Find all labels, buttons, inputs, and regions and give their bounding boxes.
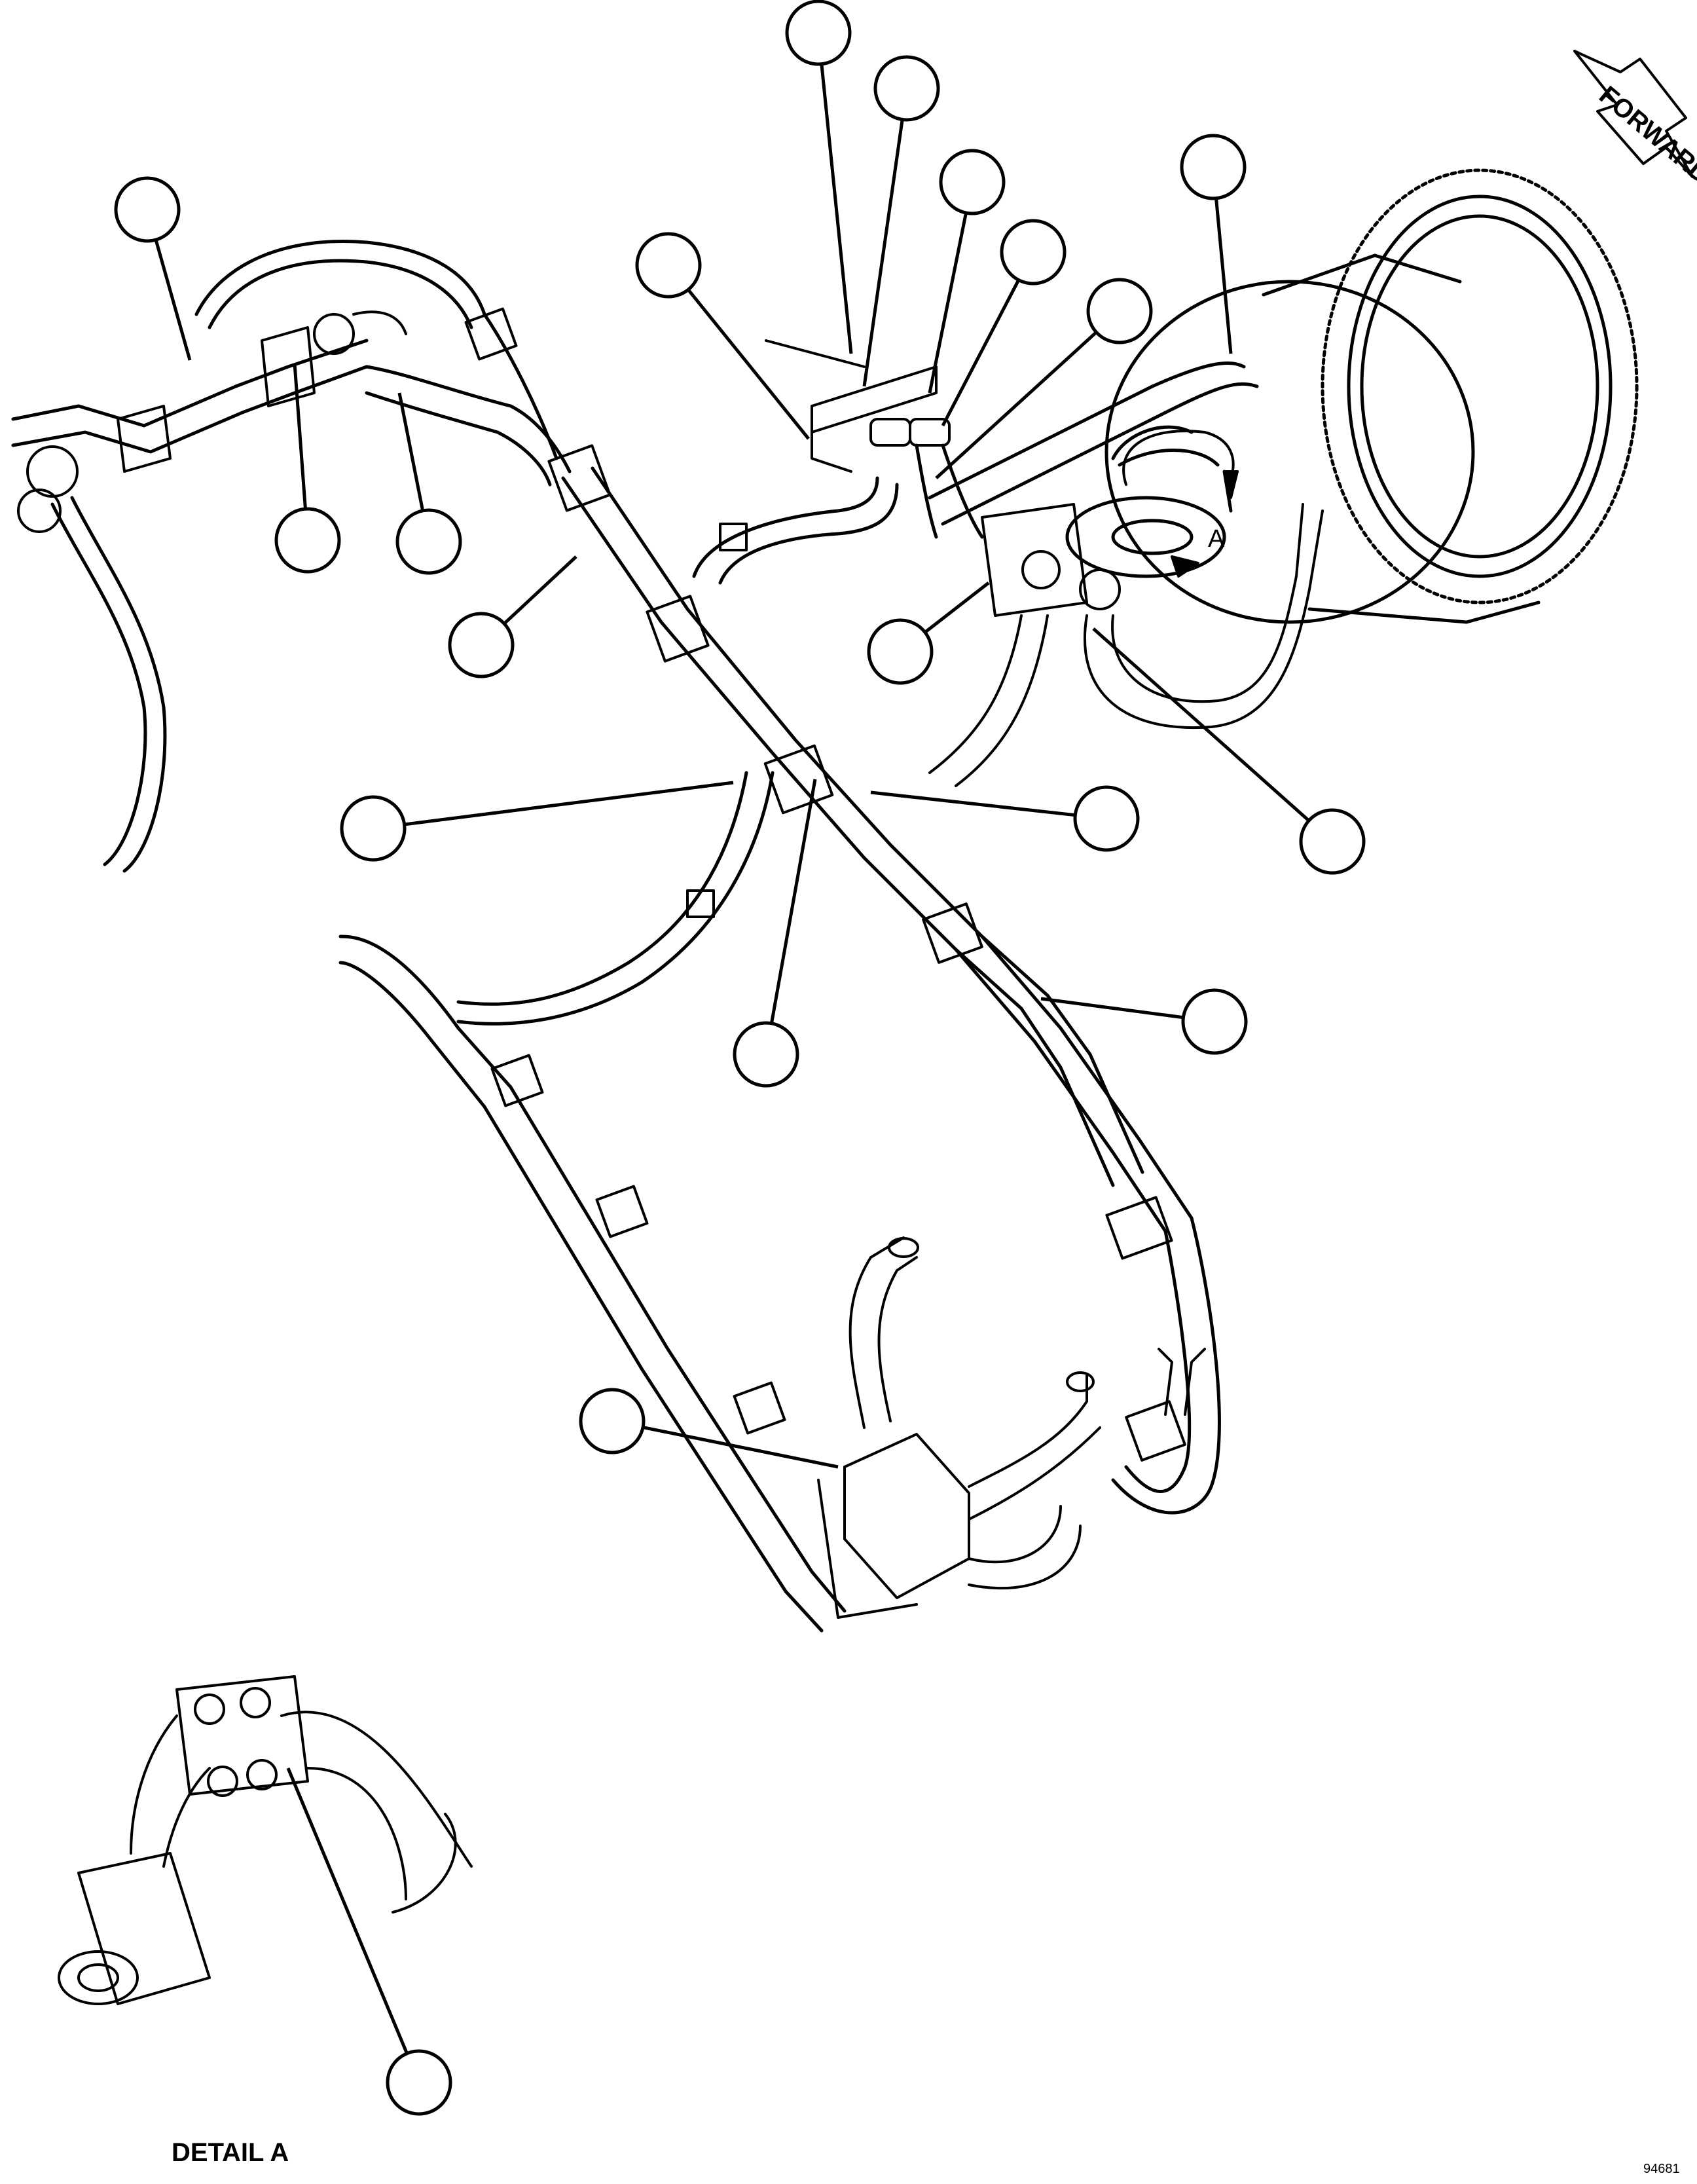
callout-leader	[404, 781, 734, 826]
callout-balloon	[635, 232, 702, 299]
callout-balloon	[873, 55, 940, 122]
callout-14	[340, 781, 734, 862]
callout-balloon	[114, 176, 181, 243]
forward-arrow-shape	[1573, 50, 1694, 178]
callout-balloon	[274, 507, 341, 574]
callout-leader	[503, 555, 577, 625]
lower-left-branch-cable	[338, 935, 847, 1633]
callout-balloon	[939, 149, 1006, 215]
callout-balloon	[867, 618, 934, 685]
callout-balloon	[1181, 988, 1248, 1055]
callout-11	[448, 555, 577, 678]
callout-3	[928, 149, 1006, 394]
harness-drawing	[11, 168, 1639, 2005]
callout-19	[286, 1768, 452, 2116]
drawing-number: 94681	[1643, 2162, 1680, 2176]
right-connector-plate	[928, 503, 1324, 787]
callout-leader	[1040, 997, 1184, 1020]
callout-leader	[870, 790, 1076, 817]
left-end-cable	[11, 240, 572, 873]
upper-center-cable	[692, 361, 1259, 585]
callout-leader	[935, 331, 1098, 479]
callout-balloon	[340, 795, 407, 862]
callout-leader	[286, 1768, 409, 2054]
callout-4	[941, 219, 1067, 427]
lower-right-branch-cable	[954, 935, 1221, 1515]
callout-leader	[924, 582, 990, 634]
callout-balloon	[395, 508, 462, 575]
callout-leader	[642, 1426, 839, 1469]
callout-1	[785, 0, 853, 354]
upper-center-bracket	[765, 339, 951, 473]
forward-arrow: FORWARD	[1573, 50, 1697, 189]
main-trunk-cable	[561, 466, 1194, 1233]
callout-balloon	[733, 1021, 799, 1088]
callout-12	[867, 582, 990, 685]
trunk-clamps	[464, 307, 1186, 1462]
callout-15	[870, 785, 1140, 852]
callout-balloon	[448, 612, 515, 678]
view-a-indicator	[1122, 430, 1239, 578]
center-loop-cable	[456, 771, 775, 1026]
callout-leader	[293, 363, 307, 509]
callout-leader	[928, 212, 968, 394]
callouts	[114, 0, 1366, 2116]
callout-6	[1180, 134, 1247, 354]
view-a-letter: A	[1208, 525, 1225, 553]
callout-leader	[397, 392, 425, 511]
callout-10	[395, 392, 462, 575]
callout-balloon	[1073, 785, 1140, 852]
callout-leader	[769, 779, 817, 1024]
detail-a-caption: DETAIL A	[172, 2138, 289, 2167]
callout-2	[862, 55, 940, 387]
callout-13	[1092, 627, 1366, 875]
callout-7	[635, 232, 810, 440]
callout-balloon	[1180, 134, 1247, 200]
callout-5	[935, 278, 1153, 479]
callout-leader	[941, 279, 1021, 427]
callout-leader	[154, 239, 192, 361]
lower-junction-box	[817, 1236, 1206, 1619]
generator-housing	[1065, 168, 1639, 624]
left-end-connector	[17, 310, 407, 533]
callout-balloon	[785, 0, 852, 66]
callout-16	[733, 779, 817, 1088]
callout-leader	[862, 119, 904, 387]
callout-balloon	[1086, 278, 1153, 344]
callout-leader	[1092, 627, 1310, 822]
callout-balloon	[1299, 808, 1366, 875]
callout-balloon	[386, 2049, 452, 2116]
callout-18	[579, 1388, 839, 1469]
callout-9	[274, 363, 341, 574]
callout-leader	[1214, 198, 1233, 354]
callout-leader	[820, 64, 853, 354]
callout-leader	[687, 288, 810, 440]
detail-a-view	[58, 1675, 473, 2005]
callout-balloon	[579, 1388, 646, 1454]
callout-8	[114, 176, 192, 361]
callout-17	[1040, 988, 1248, 1055]
callout-balloon	[1000, 219, 1067, 286]
